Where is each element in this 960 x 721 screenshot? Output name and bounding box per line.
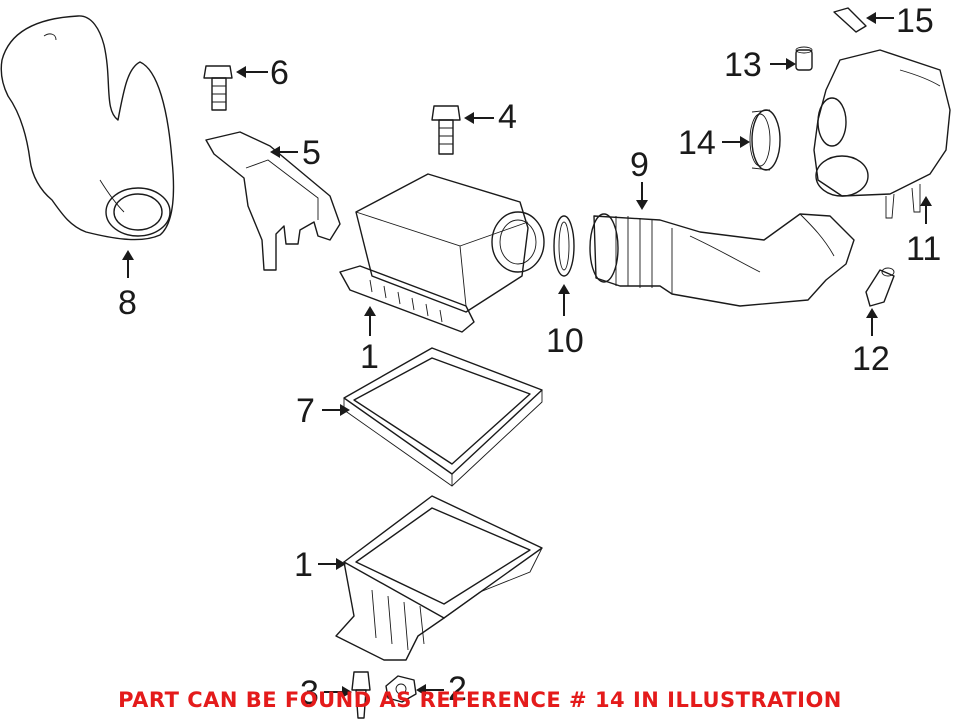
callout-6: 6 xyxy=(270,54,289,92)
callout-2: 2 xyxy=(448,670,467,708)
part-2-nut xyxy=(385,675,417,703)
reference-note: PART CAN BE FOUND AS REFERENCE # 14 IN I… xyxy=(118,688,842,712)
part-7-filter-element xyxy=(343,347,543,487)
part-6-bolt xyxy=(203,65,233,111)
part-4-bolt xyxy=(431,105,461,155)
callout-3: 3 xyxy=(300,674,319,712)
callout-4: 4 xyxy=(498,98,517,136)
part-12-pin xyxy=(865,267,895,307)
callout-12: 12 xyxy=(852,340,890,378)
callout-13: 13 xyxy=(724,46,762,84)
part-3-drain xyxy=(351,671,371,719)
callout-1-lower: 1 xyxy=(294,546,313,584)
part-14-seal-ring xyxy=(749,109,781,171)
part-5-bracket xyxy=(205,131,341,271)
callout-9: 9 xyxy=(630,146,649,184)
callout-8: 8 xyxy=(118,284,137,322)
part-1-cover xyxy=(339,173,545,333)
part-10-clamp xyxy=(553,215,575,277)
callout-1-upper: 1 xyxy=(360,338,379,376)
part-1-housing-base xyxy=(335,495,543,661)
part-13-grommet xyxy=(795,46,813,71)
callout-11: 11 xyxy=(906,230,941,268)
callout-5: 5 xyxy=(302,134,321,172)
part-11-resonator xyxy=(813,49,951,219)
callout-arrows xyxy=(122,12,932,698)
callout-10: 10 xyxy=(546,322,584,360)
part-15-clip xyxy=(833,7,867,33)
part-8-intake-duct xyxy=(0,15,175,241)
part-9-intake-tube xyxy=(589,213,855,307)
callout-7: 7 xyxy=(296,392,315,430)
callout-14: 14 xyxy=(678,124,716,162)
callout-15: 15 xyxy=(896,2,934,40)
